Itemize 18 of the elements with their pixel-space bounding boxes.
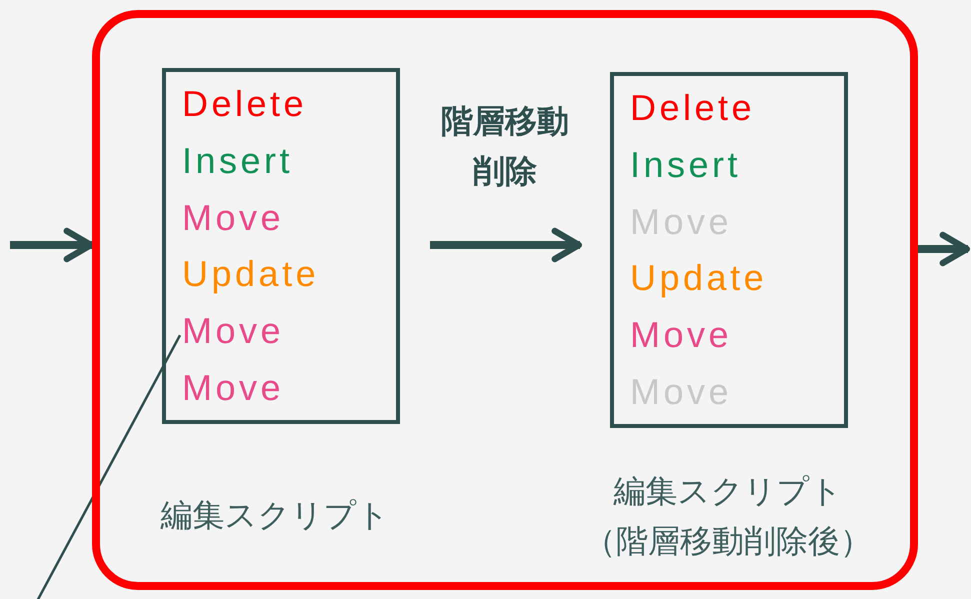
arrow <box>918 232 970 266</box>
script-operation: Delete <box>182 82 308 126</box>
script-operation: Move <box>630 313 732 358</box>
group-frame <box>92 10 918 590</box>
script-operation: Move <box>182 196 284 240</box>
script-operation: Delete <box>630 86 756 130</box>
script-operation: Insert <box>630 142 742 187</box>
script-box <box>162 68 400 424</box>
script-operation: Move <box>182 366 284 410</box>
script-box <box>610 72 848 428</box>
script-operation: Move <box>182 309 284 354</box>
arrow <box>10 228 94 262</box>
script-caption: 編集スクリプト（階層移動削除後） <box>583 471 873 562</box>
script-caption: 編集スクリプト <box>160 495 390 536</box>
arrow <box>430 228 582 262</box>
script-operation: Update <box>630 256 768 300</box>
script-operation: Update <box>182 252 320 296</box>
script-operation: Insert <box>182 138 294 183</box>
